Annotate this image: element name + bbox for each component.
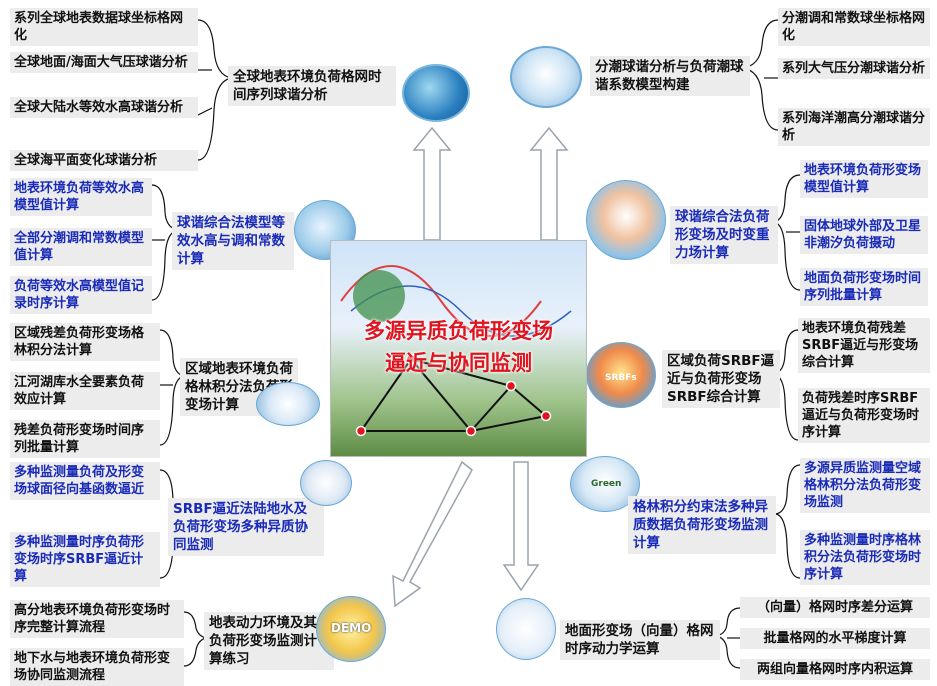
center-network: [340, 265, 572, 437]
node-mid-right-2: 区域负荷SRBF逼近与负荷形变场SRBF综合计算: [662, 350, 780, 408]
leaf-mr1-3: 地面负荷形变场时间序列批量计算: [800, 268, 928, 306]
green-label: Green: [591, 479, 622, 489]
leaf-ml1-1: 地表环境负荷等效水高模型值计算: [10, 178, 152, 216]
center-title-line1: 多源异质负荷形变场: [364, 319, 553, 343]
earth-globe-image: [402, 64, 470, 122]
leaf-tl-3: 全球大陆水等效水高球谐分析: [10, 97, 198, 118]
leaf-tl-2: 全球地面/海面大气压球谐分析: [10, 52, 198, 73]
srbfs-label: SRBFs: [605, 373, 637, 383]
leaf-br-2: 批量格网的水平梯度计算: [740, 628, 930, 649]
node-mid-left-3: SRBF逼近法陆地水及负荷形变场多种异质协同监测: [168, 498, 324, 556]
leaf-bl-2: 地下水与地表环境负荷形变场协同监测流程: [10, 648, 184, 686]
gravity-globe-image: [586, 180, 666, 260]
leaf-mr1-1: 地表环境负荷形变场模型值计算: [800, 160, 928, 198]
demo-globe-image: DEMO: [316, 596, 386, 662]
leaf-mr3-2: 多种监测量时序格林积分法负荷形变场时序计算: [800, 530, 930, 585]
node-top-right: 分潮球谐分析与负荷潮球谐系数模型构建: [590, 56, 750, 96]
formula-globe-image: [496, 598, 556, 660]
center-title-line2: 逼近与协同监测: [385, 351, 532, 375]
node-bottom-left: 地表动力环境及其负荷形变场监测计算练习: [204, 612, 334, 670]
leaf-tr-2: 系列大气压分潮球谐分析: [778, 58, 930, 79]
integral-globe-image: [256, 382, 320, 426]
node-mid-right-1: 球谐综合法负荷形变场及时变重力场计算: [670, 206, 778, 264]
leaf-tl-4: 全球海平面变化球谐分析: [10, 150, 198, 171]
leaf-bl-1: 高分地表环境负荷形变场时序完整计算流程: [10, 600, 184, 638]
leaf-ml1-2: 全部分潮调和常数模型值计算: [10, 228, 152, 266]
leaf-ml3-1: 多种监测量负荷及形变场球面径向基函数逼近: [10, 462, 160, 500]
leaf-ml1-3: 负荷等效水高模型值记录时序计算: [10, 276, 152, 314]
node-mid-left-1: 球谐综合法模型等效水高与调和常数计算: [172, 212, 294, 270]
leaf-mr2-1: 地表环境负荷残差SRBF逼近与形变场综合计算: [798, 318, 930, 373]
leaf-br-1: （向量）格网时序差分运算: [740, 597, 930, 618]
leaf-mr3-1: 多源异质监测量空域格林积分法负荷形变场监测: [800, 458, 930, 513]
leaf-ml3-2: 多种监测量时序负荷形变场时序SRBF逼近计算: [10, 532, 160, 587]
node-bottom-right: 地面形变场（向量）格网时序动力学运算: [560, 620, 720, 660]
node-top-left: 全球地表环境负荷格网时间序列球谐分析: [228, 66, 396, 106]
leaf-ml2-1: 区域残差负荷形变场格林积分法计算: [10, 323, 160, 361]
leaf-tr-1: 分潮调和常数球坐标格网化: [778, 8, 930, 46]
leaf-ml2-2: 江河湖库水全要素负荷效应计算: [10, 372, 160, 410]
leaf-tl-1: 系列全球地表数据球坐标格网化: [10, 8, 198, 46]
tide-globe-image: [510, 46, 582, 108]
network-globe-image: [300, 460, 352, 506]
leaf-tr-3: 系列海洋潮高分潮球谐分析: [778, 108, 930, 146]
leaf-br-3: 两组向量格网时序内积运算: [740, 659, 930, 680]
leaf-mr1-2: 固体地球外部及卫星非潮汐负荷摄动: [800, 216, 928, 254]
center-illustration: 多源异质负荷形变场 逼近与协同监测: [330, 240, 587, 457]
leaf-ml2-3: 残差负荷形变场时间序列批量计算: [10, 420, 160, 458]
model-globe-image: [294, 200, 356, 260]
srbf-globe-image: SRBFs: [586, 342, 656, 408]
leaf-mr2-2: 负荷残差时序SRBF逼近与负荷形变场时序计算: [798, 388, 930, 443]
node-mid-right-3: 格林积分约束法多种异质数据负荷形变场监测计算: [628, 496, 776, 554]
demo-label: DEMO: [331, 621, 372, 635]
